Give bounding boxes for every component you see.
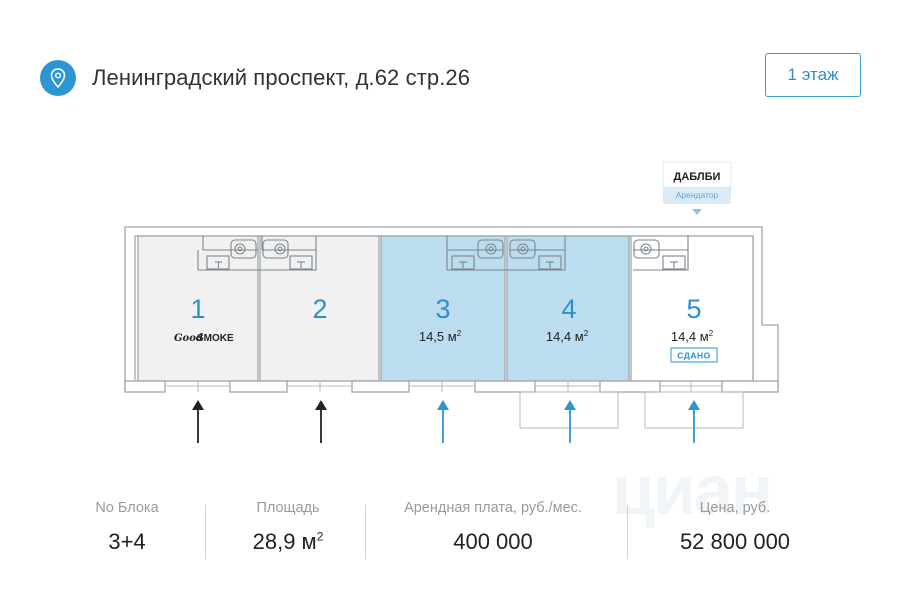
stats-divider: [627, 505, 628, 559]
stats-divider: [205, 505, 206, 559]
stats-bar: No Блока 3+4 Площадь 28,9 м2 Арендная пл…: [0, 500, 900, 570]
area-value: 28,9 м2: [252, 529, 324, 554]
rented-badge: СДАНО: [670, 347, 718, 363]
stat-block: No Блока 3+4: [72, 500, 182, 555]
svg-text:Good: Good: [174, 333, 203, 344]
location-pin-icon: [40, 60, 76, 96]
watermark: циан: [612, 451, 773, 529]
area-label: Площадь: [256, 500, 320, 516]
entrance-arrow-4: [564, 400, 576, 443]
unit-4-number: 4: [561, 294, 576, 324]
svg-text:СДАНО: СДАНО: [677, 351, 710, 361]
unit-5-number: 5: [686, 294, 701, 324]
unit-3-number: 3: [435, 294, 450, 324]
price-value: 52 800 000: [679, 529, 791, 554]
floor-plan: 1 2 3 4 5 Good SMOKE 14,5 м2 14,4 м2 14,…: [124, 161, 779, 443]
address-title: Ленинградский проспект, д.62 стр.26: [92, 65, 471, 90]
unit-3-area: 14,5 м2: [419, 329, 462, 344]
unit-2-room[interactable]: [259, 235, 380, 382]
price-label: Цена, руб.: [699, 500, 771, 516]
stat-rent: Арендная плата, руб./мес. 400 000: [388, 500, 598, 555]
header: Ленинградский проспект, д.62 стр.26: [40, 58, 470, 98]
good-smoke-logo: Good SMOKE: [174, 333, 234, 344]
tenant-name: ДАБЛБИ: [674, 171, 721, 183]
unit-1-number: 1: [190, 294, 205, 324]
block-value: 3+4: [108, 529, 146, 554]
sanitary-fixtures: [197, 236, 689, 271]
unit-4-porch: [519, 391, 619, 429]
svg-text:SMOKE: SMOKE: [197, 333, 234, 344]
unit-4-area: 14,4 м2: [546, 329, 589, 344]
entrance-arrow-5: [688, 400, 700, 443]
block-label: No Блока: [95, 500, 159, 516]
unit-4-room[interactable]: [506, 235, 630, 382]
entrance-arrow-2: [315, 400, 327, 443]
glazing-lines: [165, 381, 722, 392]
tenant-role: Арендатор: [676, 190, 719, 200]
rent-value: 400 000: [453, 529, 533, 554]
unit-2-number: 2: [312, 294, 327, 324]
rent-label: Арендная плата, руб./мес.: [404, 500, 582, 516]
floor-selector-button[interactable]: 1 этаж: [765, 53, 861, 97]
stat-area: Площадь 28,9 м2: [228, 500, 348, 555]
tenant-tag: ДАБЛБИ Арендатор: [662, 161, 732, 215]
stat-price: Цена, руб. 52 800 000: [655, 500, 815, 555]
unit-5-area: 14,4 м2: [671, 329, 714, 344]
unit-3-room[interactable]: [380, 235, 506, 382]
entrance-arrow-1: [192, 400, 204, 443]
entrance-arrow-3: [437, 400, 449, 443]
stats-divider: [365, 505, 366, 559]
